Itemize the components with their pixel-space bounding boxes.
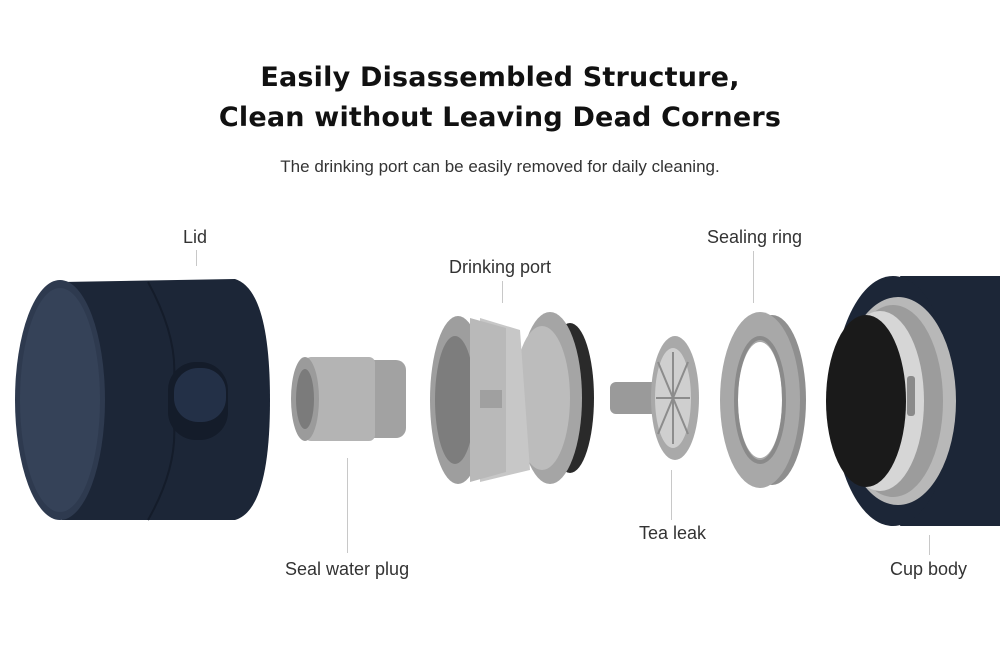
cup-body-leader-line: [929, 535, 930, 555]
label-drinking-port: Drinking port: [449, 257, 552, 277]
label-lid: Lid: [183, 227, 208, 247]
drinking-port-part: [430, 312, 594, 484]
page-title: Easily Disassembled Structure, Clean wit…: [0, 58, 1000, 138]
title-line-2: Clean without Leaving Dead Corners: [218, 102, 782, 133]
sealing-ring-part: [720, 312, 806, 488]
seal-water-plug-leader-line: [347, 458, 348, 553]
label-sealing-ring: Sealing ring: [707, 227, 803, 247]
subtitle: The drinking port can be easily removed …: [280, 157, 720, 176]
seal-water-plug-part: [291, 357, 406, 441]
tea-leak-part: [610, 336, 699, 460]
drinking-port-leader-line: [502, 281, 503, 303]
sealing-ring-leader-line: [753, 251, 754, 303]
tea-leak-leader-line: [671, 470, 672, 520]
title-line-1: Easily Disassembled Structure,: [260, 62, 740, 93]
label-seal-water-plug: Seal water plug: [285, 559, 410, 579]
lid-leader-line: [196, 250, 197, 266]
lid-part: [15, 279, 270, 521]
label-tea-leak: Tea leak: [639, 523, 707, 543]
cup-body-part: [826, 276, 1000, 526]
label-cup-body: Cup body: [890, 559, 968, 579]
